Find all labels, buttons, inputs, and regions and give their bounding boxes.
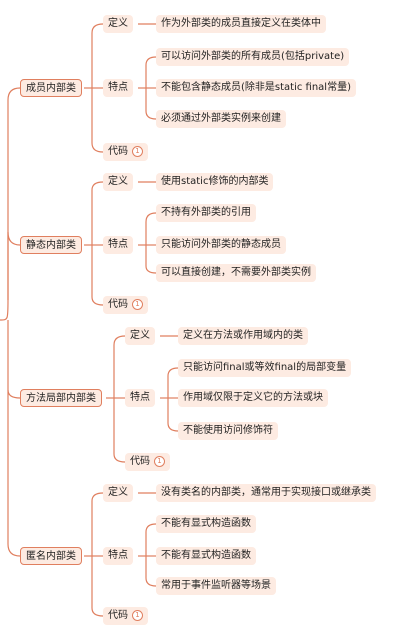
feature-item[interactable]: 作用域仅限于定义它的方法或块 [178, 389, 328, 407]
attachment-count-badge[interactable]: 1 [132, 298, 143, 310]
feature-item[interactable]: 必须通过外部类实例来创建 [156, 110, 286, 128]
attachment-count-badge[interactable]: 1 [132, 145, 143, 157]
code-label: 代码 [108, 146, 128, 157]
definition-key[interactable]: 定义 [103, 173, 133, 191]
category-static-inner-class[interactable]: 静态内部类 [20, 236, 82, 254]
feature-item[interactable]: 常用于事件监听器等场景 [156, 577, 276, 595]
code-label: 代码 [108, 610, 128, 621]
feature-item[interactable]: 不能包含静态成员(除非是static final常量) [156, 79, 356, 97]
features-key[interactable]: 特点 [103, 547, 133, 565]
feature-item[interactable]: 可以直接创建，不需要外部类实例 [156, 264, 316, 282]
definition-text[interactable]: 没有类名的内部类，通常用于实现接口或继承类 [156, 484, 376, 502]
features-key[interactable]: 特点 [125, 389, 155, 407]
features-key[interactable]: 特点 [103, 79, 133, 97]
attachment-count-badge[interactable]: 1 [132, 609, 143, 621]
feature-item[interactable]: 可以访问外部类的所有成员(包括private) [156, 48, 350, 66]
definition-key[interactable]: 定义 [103, 484, 133, 502]
definition-text[interactable]: 使用static修饰的内部类 [156, 173, 274, 191]
category-anonymous-inner-class[interactable]: 匿名内部类 [20, 547, 82, 565]
definition-text[interactable]: 定义在方法或作用域内的类 [178, 327, 308, 345]
code-key[interactable]: 代码 1 [103, 607, 148, 625]
code-label: 代码 [108, 299, 128, 310]
attachment-count-badge[interactable]: 1 [154, 455, 165, 467]
code-label: 代码 [130, 456, 150, 467]
features-key[interactable]: 特点 [103, 236, 133, 254]
feature-item[interactable]: 不能有显式构造函数 [156, 547, 256, 565]
feature-item[interactable]: 只能访问外部类的静态成员 [156, 236, 286, 254]
feature-item[interactable]: 只能访问final或等效final的局部变量 [178, 359, 352, 377]
definition-key[interactable]: 定义 [103, 15, 133, 33]
definition-text[interactable]: 作为外部类的成员直接定义在类体中 [156, 15, 326, 33]
feature-item[interactable]: 不能有显式构造函数 [156, 515, 256, 533]
definition-key[interactable]: 定义 [125, 327, 155, 345]
code-key[interactable]: 代码 1 [125, 453, 170, 471]
feature-item[interactable]: 不持有外部类的引用 [156, 204, 256, 222]
category-member-inner-class[interactable]: 成员内部类 [20, 79, 82, 97]
category-method-local-inner-class[interactable]: 方法局部内部类 [20, 389, 102, 407]
code-key[interactable]: 代码 1 [103, 143, 148, 161]
feature-item[interactable]: 不能使用访问修饰符 [178, 422, 278, 440]
code-key[interactable]: 代码 1 [103, 296, 148, 314]
